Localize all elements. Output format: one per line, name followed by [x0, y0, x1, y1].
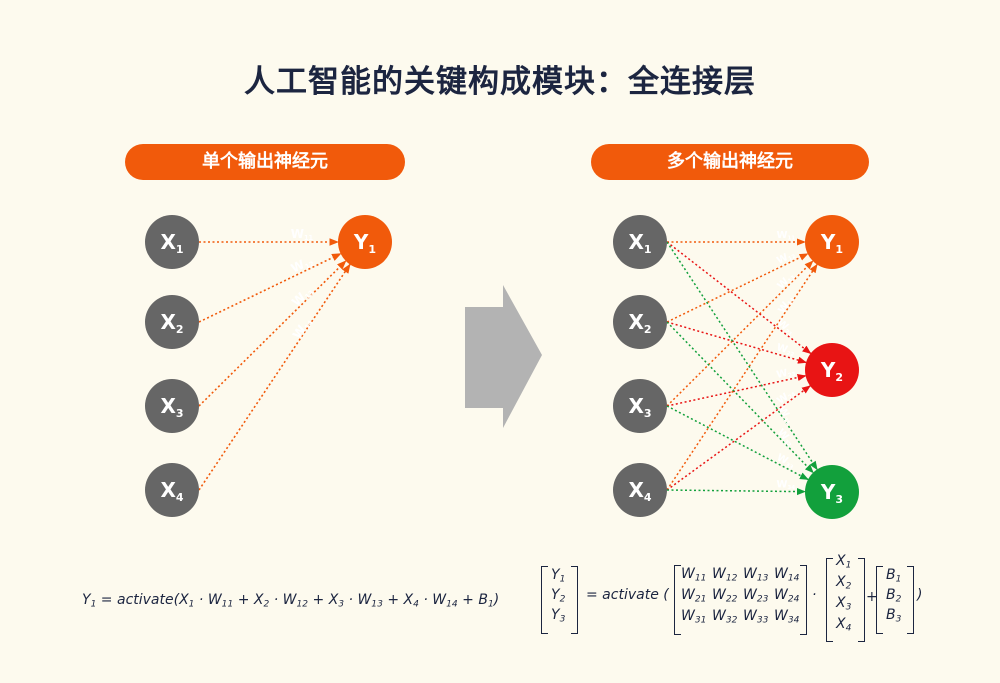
output-label-y1: Y1 [353, 230, 376, 256]
input-node-right-x4 [613, 463, 667, 517]
edge-w31 [666, 241, 818, 471]
weight-label-w12: W12 [775, 248, 797, 267]
edge-w24 [666, 385, 811, 491]
bracket-right [571, 566, 578, 634]
weight-label-w21: W21 [774, 317, 796, 338]
input-label-right-x1: X1 [628, 230, 651, 256]
formula-eq: = activate ( [586, 587, 669, 603]
bracket-right [858, 558, 865, 642]
bracket-left [674, 565, 681, 635]
edge-w34 [666, 487, 806, 496]
input-label-x2: X2 [160, 310, 183, 336]
y-vector-y1: Y1 [551, 567, 566, 585]
weight-label-w33: W33 [775, 452, 797, 471]
input-label-x1: X1 [160, 230, 183, 256]
output-label-y2: Y2 [820, 358, 843, 384]
x-vector-x2: X2 [836, 574, 852, 592]
w-matrix-w21: W21 [681, 587, 707, 605]
y-vector-y2: Y2 [551, 587, 566, 605]
w-matrix-w11: W11 [681, 566, 707, 584]
formula-close: ) [917, 587, 923, 603]
weight-label-w22: W22 [775, 342, 796, 359]
formula-plus: + [866, 589, 878, 605]
single-output-label: 单个输出神经元 [125, 144, 405, 180]
weight-label-w12: W12 [289, 253, 316, 277]
w-matrix-w32: W32 [712, 608, 738, 626]
input-node-right-x3 [613, 379, 667, 433]
weight-label-w31: W31 [775, 404, 795, 426]
w-matrix-w12: W12 [712, 566, 738, 584]
weight-label-w24: W24 [775, 387, 797, 408]
weight-label-w23: W23 [775, 366, 796, 382]
y-vector-y3: Y3 [551, 607, 566, 625]
output-node-y3 [805, 465, 859, 519]
edge-w21 [666, 241, 812, 355]
input-label-x4: X4 [160, 478, 183, 504]
edge-w13 [666, 260, 814, 407]
single-output-formula: Y1 = activate(X1 · W11 + X2 · W12 + X3 ·… [82, 592, 500, 610]
weight-label-w13: W13 [775, 270, 797, 292]
bracket-right [800, 565, 807, 635]
weight-label-w14: W14 [776, 293, 796, 315]
input-label-x3: X3 [160, 394, 183, 420]
page-title: 人工智能的关键构成模块：全连接层 [244, 64, 756, 100]
x-vector-x1: X1 [836, 553, 852, 571]
w-matrix-w13: W13 [743, 566, 769, 584]
edge-w14 [198, 263, 351, 491]
edge-w32 [666, 321, 814, 474]
input-node-x1 [145, 215, 199, 269]
input-node-x3 [145, 379, 199, 433]
weight-label-w32: W32 [775, 427, 797, 449]
bracket-right [907, 566, 914, 634]
input-node-right-x2 [613, 295, 667, 349]
multi-output-label: 多个输出神经元 [591, 144, 869, 180]
x-vector-x4: X4 [836, 616, 852, 634]
weight-label-w13: W13 [289, 283, 316, 310]
edge-w14 [666, 263, 818, 491]
edge-w12 [198, 253, 342, 323]
b-vector-b3: B3 [886, 607, 902, 625]
output-node-y2 [805, 343, 859, 397]
b-vector-b1: B1 [886, 567, 902, 585]
input-label-right-x2: X2 [628, 310, 651, 336]
w-matrix-w31: W31 [681, 608, 707, 626]
weight-label-w14: W14 [290, 315, 315, 342]
weight-label-w34: W34 [776, 479, 795, 491]
edge-w23 [666, 373, 807, 407]
edge-w12 [666, 253, 809, 323]
w-matrix-w23: W23 [743, 587, 769, 605]
input-node-x2 [145, 295, 199, 349]
w-matrix-w24: W24 [774, 587, 800, 605]
w-matrix-w33: W33 [743, 608, 769, 626]
bracket-left [876, 566, 883, 634]
input-node-x4 [145, 463, 199, 517]
weight-label-w11: W11 [776, 230, 795, 242]
edge-w22 [666, 321, 807, 364]
bracket-left [541, 566, 548, 634]
w-matrix-w14: W14 [774, 566, 800, 584]
formula-dot: · [812, 587, 817, 603]
weight-label-w11: W11 [291, 227, 314, 242]
output-node-y1 [805, 215, 859, 269]
input-label-right-x4: X4 [628, 478, 651, 504]
w-matrix-w34: W34 [774, 608, 800, 626]
output-node-y1 [338, 215, 392, 269]
x-vector-x3: X3 [836, 595, 852, 613]
b-vector-b2: B2 [886, 587, 902, 605]
input-label-right-x3: X3 [628, 394, 651, 420]
bracket-left [826, 558, 833, 642]
transform-arrow [465, 285, 542, 428]
output-label-y3: Y3 [820, 480, 843, 506]
w-matrix-w22: W22 [712, 587, 738, 605]
formula-lhs: Y1 [82, 592, 97, 610]
input-node-right-x1 [613, 215, 667, 269]
output-label-y1: Y1 [820, 230, 843, 256]
edge-w13 [198, 260, 347, 407]
